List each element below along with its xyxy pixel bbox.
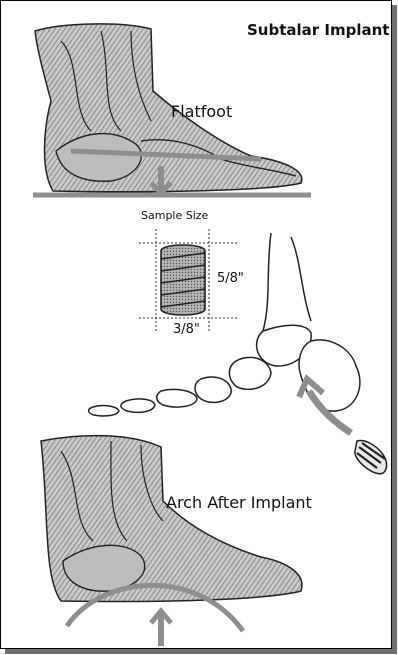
- illustration-frame: Subtalar Implant Flatfoot Sample Size 5/…: [0, 0, 392, 649]
- diagram-title: Subtalar Implant: [247, 21, 389, 39]
- flatfoot-label: Flatfoot: [171, 102, 232, 121]
- arch-after-implant-illustration: [41, 436, 302, 646]
- implant-height-label: 5/8": [217, 271, 244, 286]
- arch-after-implant-label: Arch After Implant: [166, 493, 312, 512]
- sample-size-label: Sample Size: [141, 209, 208, 222]
- skeletal-foot-illustration: [89, 233, 387, 474]
- implant-screw: [355, 440, 387, 473]
- implant-width-label: 3/8": [173, 322, 200, 337]
